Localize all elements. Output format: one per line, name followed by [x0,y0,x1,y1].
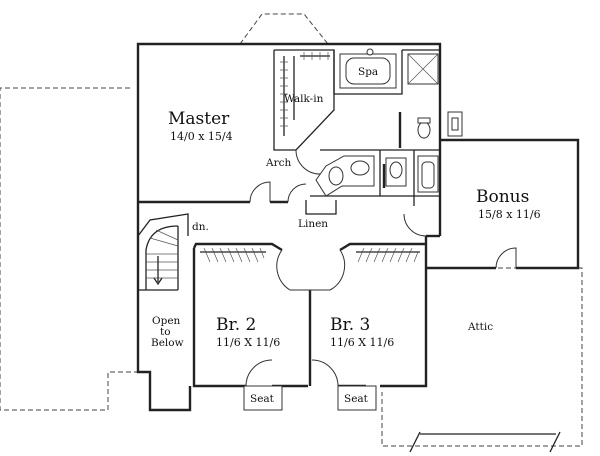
room-name-master: Master [168,109,230,129]
seat-label-left: Seat [250,393,275,405]
bay-window-outline [239,13,329,45]
attic-outline [381,267,583,453]
open-to-below-line1: Open [152,315,181,327]
closet-rods [200,52,420,263]
interior-walls [137,49,442,386]
window-seats [243,385,377,411]
room-name-br3: Br. 3 [330,315,370,335]
open-to-below-line3: Below [151,337,184,349]
lower-level-outline-left [0,87,138,411]
door-swings [245,149,517,387]
open-to-below-line2: to [160,326,171,338]
attic-label: Attic [467,321,493,333]
room-size-bonus: 15/8 x 11/6 [478,208,541,221]
staircase [145,225,179,290]
room-size-br3: 11/6 X 11/6 [330,336,394,349]
room-name-br2: Br. 2 [216,315,256,335]
linen-label: Linen [298,218,328,230]
arch-label: Arch [265,157,291,169]
seat-label-right: Seat [344,393,369,405]
spa-label: Spa [358,66,378,78]
stairs-down-label: dn. [192,221,209,233]
walk-in-label: Walk-in [284,93,324,105]
room-size-master: 14/0 x 15/4 [170,130,233,143]
room-size-br2: 11/6 X 11/6 [216,336,280,349]
room-name-bonus: Bonus [476,187,529,207]
bath-fixtures [315,48,463,197]
